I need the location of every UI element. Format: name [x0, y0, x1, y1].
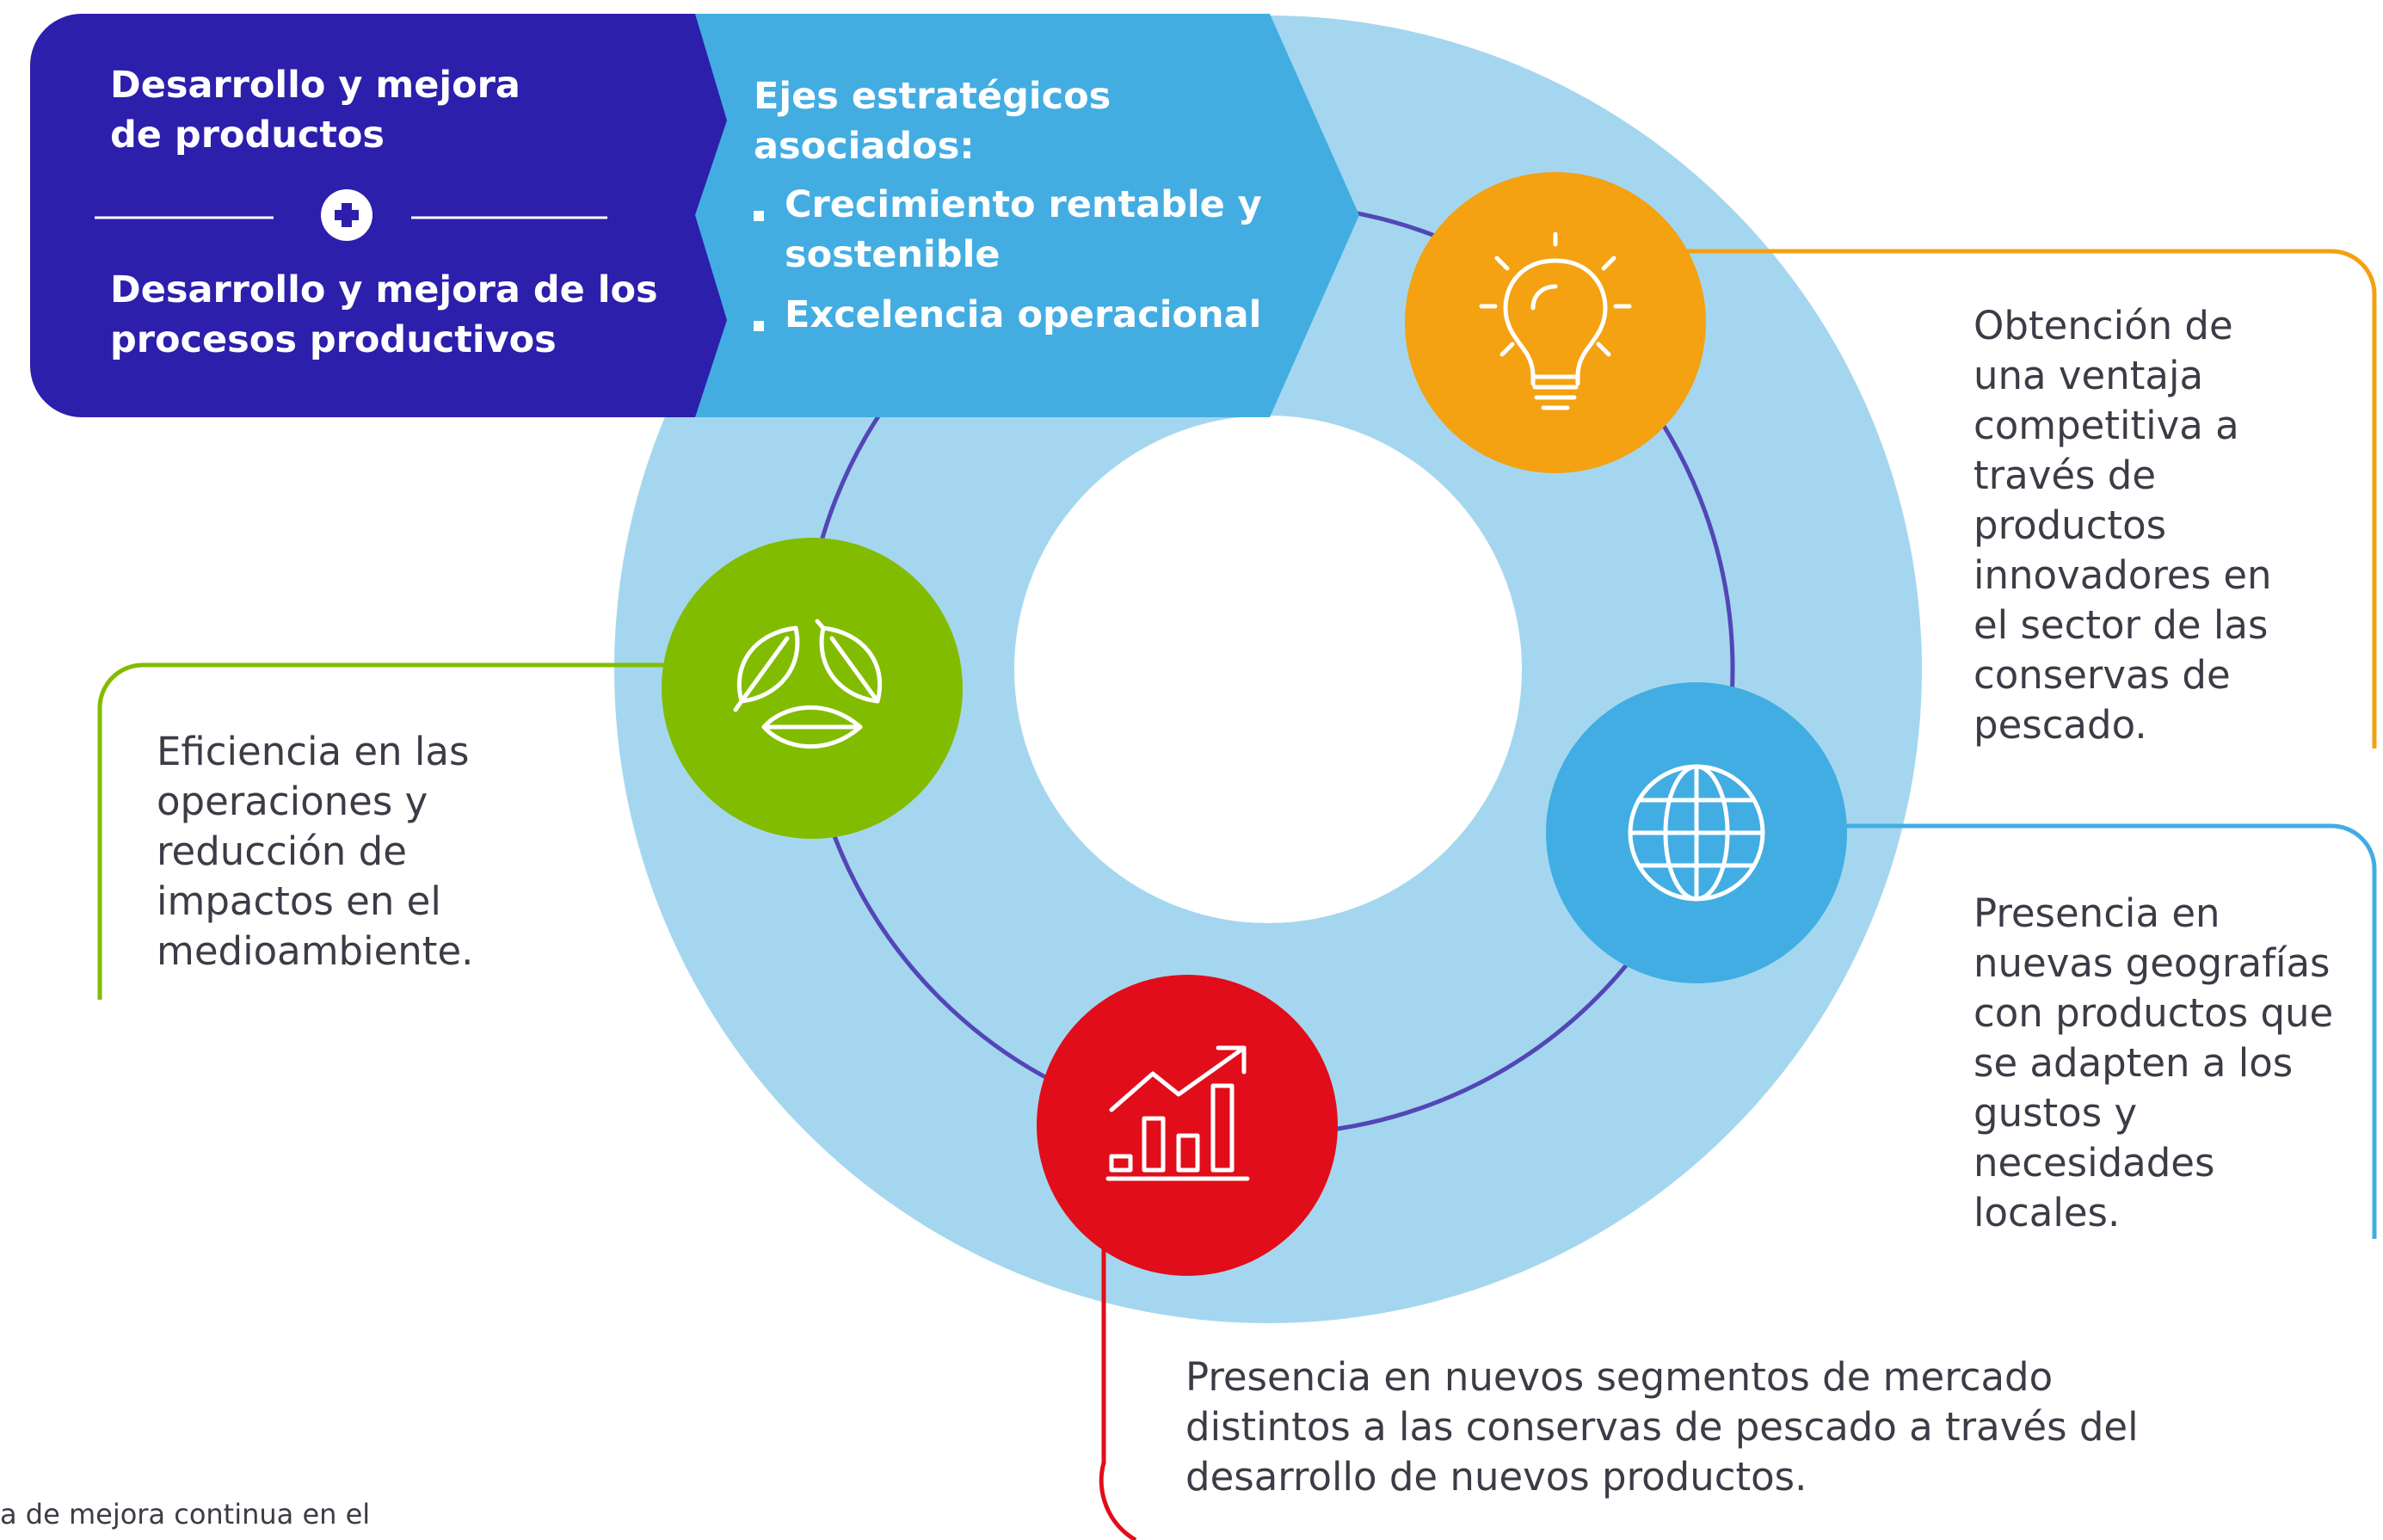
efficiency-text: Eficiencia en las operaciones y reducció… — [157, 729, 474, 974]
innovation-node — [1405, 172, 1706, 473]
lightbulb-icon — [1479, 231, 1632, 410]
globe-icon — [1628, 764, 1765, 902]
leaves-icon — [733, 619, 883, 748]
strategic-axes-list: Crecimiento rentable y sostenible Excele… — [754, 180, 1287, 340]
plus-icon — [321, 189, 373, 241]
cut-off-footer-text: a de mejora continua en el — [0, 1498, 371, 1531]
new-segments-text: Presencia en nuevos segmentos de mercado… — [1185, 1354, 2139, 1500]
competitive-advantage-text: Obtención de una ventaja competitiva a t… — [1974, 303, 2272, 748]
environment-node — [662, 538, 963, 839]
new-geographies-text: Presencia en nuevas geografías con produ… — [1974, 890, 2334, 1235]
strategic-axes-title: Ejes estratégicos asociados: — [754, 75, 1111, 168]
axis-item: Excelencia operacional — [754, 290, 1287, 340]
products-panel — [30, 14, 727, 417]
connector-blue — [1843, 823, 2377, 1239]
ring-hole — [1014, 416, 1522, 923]
connector-green — [97, 662, 667, 1000]
connector-orange — [1686, 249, 2377, 748]
growth-chart-icon — [1105, 1045, 1250, 1181]
axis-item: Crecimiento rentable y sostenible — [754, 180, 1287, 280]
axes-panel — [654, 14, 1359, 417]
connector-red — [1099, 1204, 1137, 1540]
growth-node — [1037, 975, 1338, 1276]
process-development-title: Desarrollo y mejora de los procesos prod… — [110, 268, 658, 361]
product-development-title: Desarrollo y mejora de productos — [110, 64, 520, 157]
